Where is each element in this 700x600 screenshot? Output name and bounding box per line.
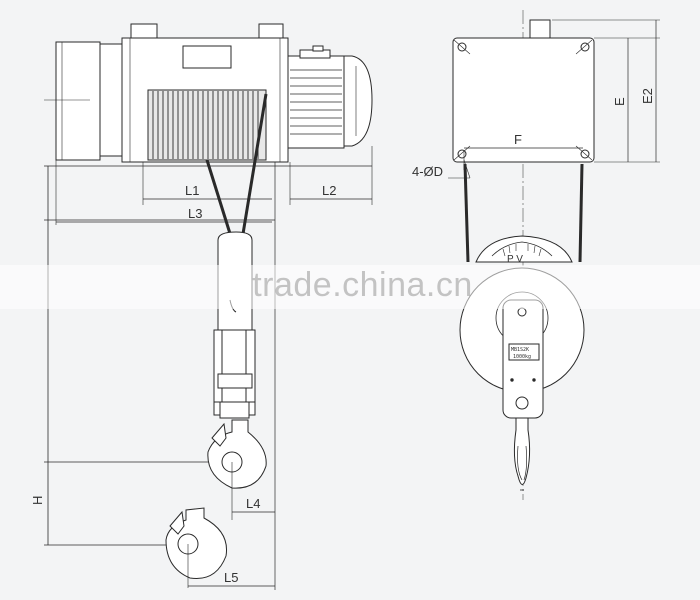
end-lug xyxy=(529,19,551,39)
hook-lower xyxy=(165,507,228,580)
label-h: H xyxy=(30,496,45,505)
gauge-label: P V xyxy=(507,254,523,265)
label-e: E xyxy=(612,97,627,106)
label-l1: L1 xyxy=(185,183,199,198)
mount-lug-right xyxy=(258,23,284,39)
rope-right xyxy=(240,93,268,241)
label-e2: E2 xyxy=(640,88,655,104)
watermark-band xyxy=(0,265,700,309)
drum-grooves xyxy=(152,91,259,159)
mount-lug-left xyxy=(130,23,158,39)
rope-left xyxy=(205,159,234,241)
motor-fins xyxy=(290,69,342,135)
end-view xyxy=(448,10,660,500)
plate-model: MB1S2K xyxy=(511,347,529,353)
label-l5: L5 xyxy=(224,570,238,585)
rope-end-right xyxy=(578,163,584,263)
end-flange xyxy=(99,43,123,157)
end-cap xyxy=(55,41,101,161)
hook-upper xyxy=(207,419,267,489)
label-l4: L4 xyxy=(246,496,260,511)
end-housing xyxy=(452,37,595,163)
watermark: trade.china.cn xyxy=(252,266,473,304)
nameplate-window xyxy=(182,45,232,69)
hook-block-frame xyxy=(213,329,256,416)
label-l2: L2 xyxy=(322,183,336,198)
hook-end-view xyxy=(513,417,531,485)
label-l3: L3 xyxy=(188,206,202,221)
label-4-od: 4-ØD xyxy=(412,164,443,179)
motor-fan-cover xyxy=(343,55,373,147)
rating-plate xyxy=(508,343,540,361)
rope-end-left xyxy=(463,163,470,263)
label-f: F xyxy=(514,132,522,147)
plate-capacity: 1000kg xyxy=(513,354,531,360)
